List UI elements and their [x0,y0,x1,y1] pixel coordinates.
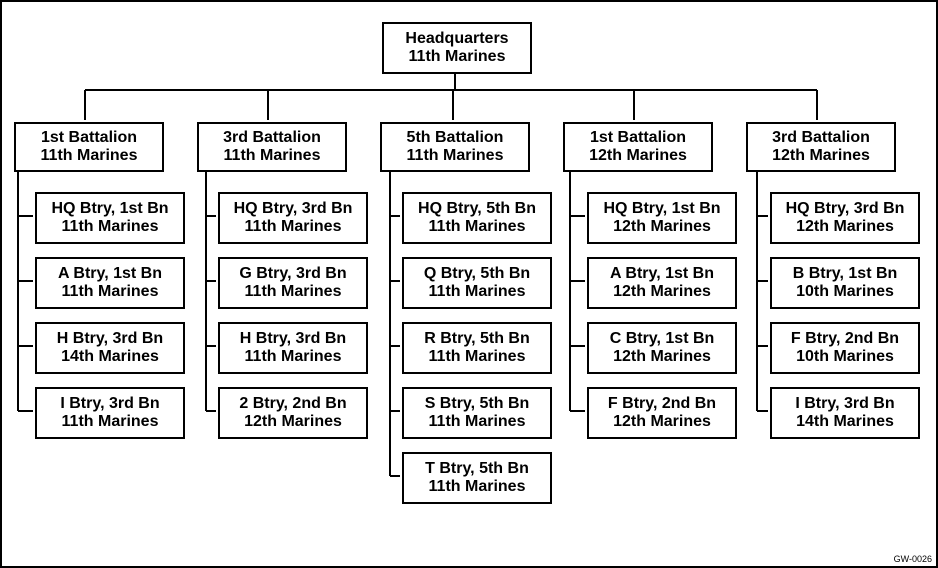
battery-box: 2 Btry, 2nd Bn 12th Marines [218,387,368,439]
box-line-1: R Btry, 5th Bn [424,330,530,347]
box-line-1: 1st Battalion [40,129,137,146]
battery-box: H Btry, 3rd Bn 11th Marines [218,322,368,374]
battery-box: HQ Btry, 5th Bn 11th Marines [402,192,552,244]
box-line-2: 14th Marines [796,413,894,430]
box-line-1: A Btry, 1st Bn [57,265,162,282]
box-line-2: 11th Marines [223,147,321,164]
box-line-2: 11th Marines [61,283,159,300]
battery-box: C Btry, 1st Bn 12th Marines [587,322,737,374]
box-line-2: 12th Marines [796,218,894,235]
box-line-1: Headquarters [405,30,509,47]
battery-box: S Btry, 5th Bn 11th Marines [402,387,552,439]
battery-box: I Btry, 3rd Bn 14th Marines [770,387,920,439]
box-line-2: 12th Marines [772,147,870,164]
battalion-box: 5th Battalion 11th Marines [380,122,530,172]
battery-box: B Btry, 1st Bn 10th Marines [770,257,920,309]
battery-box: HQ Btry, 3rd Bn 11th Marines [218,192,368,244]
box-line-1: 3rd Battalion [223,129,321,146]
box-line-2: 11th Marines [408,48,506,65]
battalion-box: 1st Battalion 12th Marines [563,122,713,172]
battery-box: A Btry, 1st Bn 12th Marines [587,257,737,309]
battery-box: R Btry, 5th Bn 11th Marines [402,322,552,374]
box-line-2: 12th Marines [589,147,687,164]
box-line-1: G Btry, 3rd Bn [239,265,347,282]
box-line-1: T Btry, 5th Bn [425,460,529,477]
box-line-2: 14th Marines [61,348,159,365]
headquarters-box: Headquarters 11th Marines [382,22,532,74]
box-line-1: HQ Btry, 1st Bn [603,200,721,217]
box-line-2: 12th Marines [613,218,711,235]
box-line-2: 11th Marines [428,218,526,235]
box-line-2: 11th Marines [428,348,526,365]
box-line-1: I Btry, 3rd Bn [60,395,160,412]
battery-box: I Btry, 3rd Bn 11th Marines [35,387,185,439]
battery-box: T Btry, 5th Bn 11th Marines [402,452,552,504]
box-line-2: 11th Marines [428,478,526,495]
box-line-1: 5th Battalion [406,129,504,146]
battery-box: F Btry, 2nd Bn 12th Marines [587,387,737,439]
box-line-1: 2 Btry, 2nd Bn [239,395,347,412]
battery-box: G Btry, 3rd Bn 11th Marines [218,257,368,309]
box-line-1: A Btry, 1st Bn [609,265,714,282]
box-line-2: 10th Marines [796,348,894,365]
box-line-2: 12th Marines [613,283,711,300]
battery-box: A Btry, 1st Bn 11th Marines [35,257,185,309]
box-line-2: 11th Marines [406,147,504,164]
battery-box: F Btry, 2nd Bn 10th Marines [770,322,920,374]
box-line-1: F Btry, 2nd Bn [607,395,717,412]
box-line-1: Q Btry, 5th Bn [423,265,531,282]
box-line-1: S Btry, 5th Bn [424,395,530,412]
box-line-2: 12th Marines [613,413,711,430]
battalion-box: 3rd Battalion 12th Marines [746,122,896,172]
battalion-box: 1st Battalion 11th Marines [14,122,164,172]
box-line-1: 3rd Battalion [772,129,870,146]
box-line-1: C Btry, 1st Bn [609,330,715,347]
box-line-1: HQ Btry, 5th Bn [418,200,536,217]
box-line-1: F Btry, 2nd Bn [790,330,900,347]
box-line-1: 1st Battalion [589,129,686,146]
figure-code: GW-0026 [893,554,932,564]
box-line-2: 10th Marines [796,283,894,300]
box-line-2: 12th Marines [613,348,711,365]
box-line-1: H Btry, 3rd Bn [239,330,347,347]
box-line-1: HQ Btry, 1st Bn [51,200,169,217]
battery-box: HQ Btry, 3rd Bn 12th Marines [770,192,920,244]
battery-box: HQ Btry, 1st Bn 11th Marines [35,192,185,244]
box-line-2: 11th Marines [428,413,526,430]
box-line-2: 11th Marines [244,218,342,235]
battery-box: HQ Btry, 1st Bn 12th Marines [587,192,737,244]
box-line-2: 11th Marines [61,413,159,430]
battery-box: H Btry, 3rd Bn 14th Marines [35,322,185,374]
box-line-2: 12th Marines [244,413,342,430]
box-line-1: B Btry, 1st Bn [792,265,898,282]
battery-box: Q Btry, 5th Bn 11th Marines [402,257,552,309]
box-line-2: 11th Marines [244,348,342,365]
box-line-2: 11th Marines [428,283,526,300]
box-line-1: HQ Btry, 3rd Bn [233,200,353,217]
box-line-2: 11th Marines [61,218,159,235]
box-line-1: I Btry, 3rd Bn [795,395,895,412]
box-line-1: H Btry, 3rd Bn [56,330,164,347]
box-line-1: HQ Btry, 3rd Bn [785,200,905,217]
box-line-2: 11th Marines [244,283,342,300]
box-line-2: 11th Marines [40,147,138,164]
battalion-box: 3rd Battalion 11th Marines [197,122,347,172]
